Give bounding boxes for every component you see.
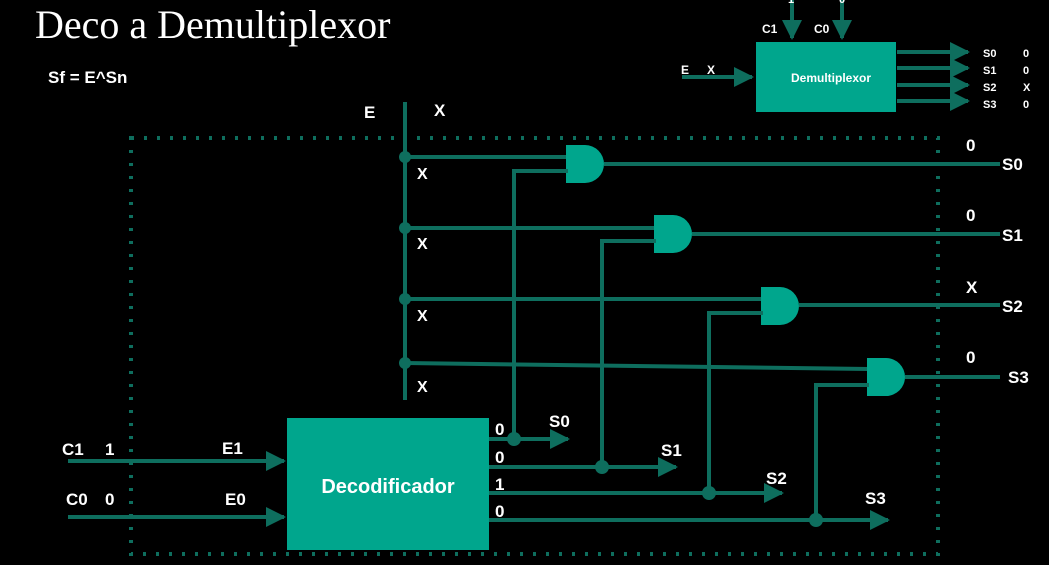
decoder-label: Decodificador — [321, 476, 455, 498]
select-wire-s0 — [512, 169, 568, 439]
e-branch-wire — [404, 361, 870, 371]
decoder-port-label: E0 — [225, 490, 246, 509]
select-wire-s1 — [600, 239, 656, 467]
input-pin-value: 1 — [105, 440, 114, 459]
final-output-label: S2 — [1002, 297, 1023, 316]
and-gate-s0 — [566, 145, 604, 183]
final-output-value: 0 — [966, 136, 975, 155]
demux-input-label: E — [681, 63, 689, 77]
final-output-value: X — [966, 278, 978, 297]
dotted-enclosure — [129, 136, 940, 556]
demux-output-value: 0 — [1023, 65, 1029, 77]
bus-value-label: X — [417, 308, 428, 325]
input-pin-value: 0 — [105, 490, 114, 509]
demux-select-label: C1 — [762, 22, 778, 36]
final-output-label: S1 — [1002, 226, 1023, 245]
decoder-output-value: 1 — [495, 475, 504, 494]
bus-value-label: X — [417, 379, 428, 396]
select-wire-s2 — [707, 311, 763, 493]
and-gate-s1 — [654, 215, 692, 253]
decoder-output-label: S3 — [865, 489, 886, 508]
final-output-value: 0 — [966, 348, 975, 367]
wire-junction — [809, 513, 823, 527]
demux-label: Demultiplexor — [791, 71, 871, 85]
and-gate-s2 — [761, 287, 799, 325]
input-pin-label: C0 — [66, 490, 88, 509]
final-output-label: S0 — [1002, 155, 1023, 174]
demux-select-value: 1 — [788, 0, 794, 6]
and-gate-s3 — [867, 358, 905, 396]
demux-input-value: X — [707, 63, 715, 77]
demux-output-value: 0 — [1023, 48, 1029, 60]
demux-output-label: S1 — [983, 65, 996, 77]
demux-output-label: S0 — [983, 48, 996, 60]
decoder-output-value: 0 — [495, 420, 504, 439]
e-input-label: E — [364, 103, 375, 122]
decoder-port-label: E1 — [222, 439, 243, 458]
demux-select-value: 0 — [839, 0, 845, 6]
demux-output-value: X — [1023, 82, 1031, 94]
demux-select-label: C0 — [814, 22, 830, 36]
wire-junction — [702, 486, 716, 500]
formula: Sf = E^Sn — [48, 68, 127, 87]
decoder-output-label: S2 — [766, 469, 787, 488]
demux-output-value: 0 — [1023, 99, 1029, 111]
decoder-output-value: 0 — [495, 448, 504, 467]
demux-output-label: S2 — [983, 82, 996, 94]
final-output-value: 0 — [966, 206, 975, 225]
decoder-block — [287, 418, 489, 550]
decoder-output-value: 0 — [495, 502, 504, 521]
page-title: Deco a Demultiplexor — [35, 2, 390, 47]
demux-output-label: S3 — [983, 99, 996, 111]
e-input-value: X — [434, 101, 446, 120]
input-pin-label: C1 — [62, 440, 84, 459]
final-output-label: S3 — [1008, 368, 1029, 387]
select-wire-s3 — [814, 383, 869, 520]
wire-junction — [595, 460, 609, 474]
decoder-output-label: S0 — [549, 412, 570, 431]
bus-value-label: X — [417, 236, 428, 253]
wire-junction — [507, 432, 521, 446]
decoder-output-label: S1 — [661, 441, 682, 460]
bus-value-label: X — [417, 166, 428, 183]
demux-block — [756, 42, 896, 112]
